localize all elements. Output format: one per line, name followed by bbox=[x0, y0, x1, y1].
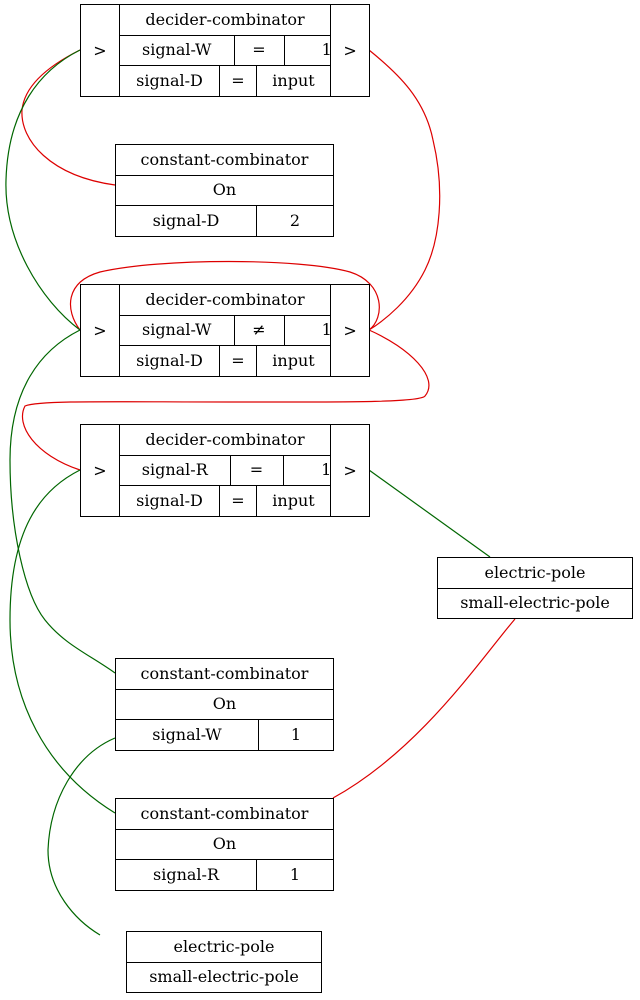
decider-combinator-node: > decider-combinator > signal-W = 1 sign… bbox=[80, 4, 371, 97]
output-mode: input bbox=[255, 65, 332, 97]
constant-combinator-node: constant-combinator On signal-R 1 bbox=[115, 798, 334, 891]
red-wire-decider1-out-to-decider2-out bbox=[368, 49, 441, 331]
node-title: constant-combinator bbox=[115, 658, 334, 690]
green-wire-decider1-in-to-decider2-in bbox=[5, 49, 81, 331]
node-title: decider-combinator bbox=[118, 424, 332, 456]
node-title: decider-combinator bbox=[118, 4, 332, 36]
node-state: On bbox=[115, 688, 334, 721]
output-port: > bbox=[330, 284, 371, 377]
red-wire-constant3-to-pole1 bbox=[332, 618, 516, 799]
node-title: constant-combinator bbox=[115, 144, 334, 176]
pole-type: small-electric-pole bbox=[126, 961, 322, 993]
decider-combinator-node: > decider-combinator > signal-W ≠ 1 sign… bbox=[80, 284, 371, 377]
condition-value: 1 bbox=[284, 36, 330, 65]
input-port: > bbox=[80, 284, 120, 377]
input-port: > bbox=[80, 424, 120, 517]
green-wire-decider3-out-to-pole1 bbox=[368, 469, 491, 558]
node-title: electric-pole bbox=[126, 931, 322, 963]
condition-signal: signal-R bbox=[120, 456, 231, 485]
node-title: decider-combinator bbox=[118, 284, 332, 316]
green-wire-decider2-in-to-constant2 bbox=[9, 329, 116, 674]
constant-combinator-node: constant-combinator On signal-W 1 bbox=[115, 658, 334, 751]
node-title: constant-combinator bbox=[115, 798, 334, 830]
constant-value: 2 bbox=[256, 205, 334, 237]
node-title: electric-pole bbox=[437, 557, 633, 589]
constant-signal: signal-W bbox=[115, 719, 259, 751]
output-operator: = bbox=[219, 65, 257, 97]
constant-signal: signal-D bbox=[115, 205, 257, 237]
constant-signal: signal-R bbox=[115, 859, 257, 891]
electric-pole-node: electric-pole small-electric-pole bbox=[437, 557, 633, 619]
output-port: > bbox=[330, 424, 371, 517]
electric-pole-node: electric-pole small-electric-pole bbox=[126, 931, 322, 993]
condition-signal: signal-W bbox=[120, 36, 235, 65]
input-port: > bbox=[80, 4, 120, 97]
green-wire-decider3-in-to-constant3 bbox=[9, 469, 116, 814]
condition-operator: = bbox=[234, 36, 285, 65]
output-operator: = bbox=[219, 485, 257, 517]
green-wire-constant2-to-pole2 bbox=[47, 737, 116, 936]
output-mode: input bbox=[255, 485, 332, 517]
decider-combinator-node: > decider-combinator > signal-R = 1 sign… bbox=[80, 424, 371, 517]
constant-value: 1 bbox=[258, 719, 334, 751]
condition-operator: = bbox=[230, 456, 284, 485]
output-signal: signal-D bbox=[119, 345, 220, 377]
red-wire-decider2-in-to-decider2-out-loop bbox=[69, 260, 380, 331]
node-state: On bbox=[115, 828, 334, 861]
output-signal: signal-D bbox=[119, 65, 220, 97]
constant-combinator-node: constant-combinator On signal-D 2 bbox=[115, 144, 334, 237]
output-port: > bbox=[330, 4, 371, 97]
pole-type: small-electric-pole bbox=[437, 587, 633, 619]
output-signal: signal-D bbox=[119, 485, 220, 517]
constant-value: 1 bbox=[256, 859, 334, 891]
node-state: On bbox=[115, 174, 334, 207]
condition-value: 1 bbox=[321, 460, 331, 480]
output-operator: = bbox=[219, 345, 257, 377]
condition-operator: ≠ bbox=[234, 316, 285, 345]
condition-value: 1 bbox=[284, 316, 330, 345]
condition-signal: signal-W bbox=[120, 316, 235, 345]
red-wire-decider1-in-to-constant1 bbox=[21, 49, 116, 186]
red-wire-decider2-out-to-decider3-in bbox=[21, 329, 430, 471]
output-mode: input bbox=[255, 345, 332, 377]
